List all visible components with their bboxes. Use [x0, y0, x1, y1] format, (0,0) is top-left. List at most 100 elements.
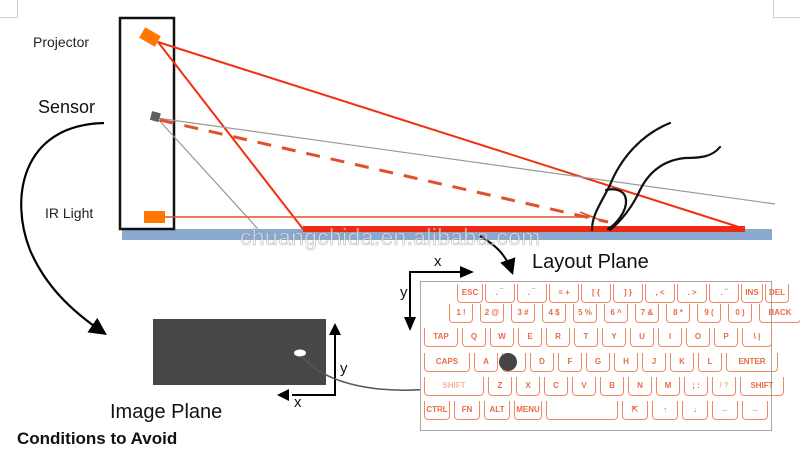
key-tap: TAP [424, 328, 458, 347]
key-w: W [490, 328, 514, 347]
key-1: 1 ! [449, 304, 473, 323]
projector-icon [139, 27, 161, 47]
key-m: M [656, 377, 680, 396]
sensor-icon [149, 111, 161, 123]
key-v: V [572, 377, 596, 396]
key-o: O [686, 328, 710, 347]
key-8: 8 * [666, 304, 690, 323]
key-symbol: . ¯ [517, 284, 547, 303]
key-l: L [698, 353, 722, 372]
corner-frame-top-left [0, 0, 18, 18]
touch-point-marker [499, 353, 517, 371]
watermark-text: chuangchida.en.alibaba.com [240, 224, 541, 251]
corner-frame-top-right [773, 0, 800, 18]
ir-light-icon [144, 211, 165, 223]
key-g: G [586, 353, 610, 372]
key-symbol: ↑ [652, 401, 678, 420]
key-symbol: [ { [581, 284, 611, 303]
key-c: C [544, 377, 568, 396]
key-ins: INS [741, 284, 763, 303]
key-fn: FN [454, 401, 480, 420]
key-back: BACK [759, 304, 800, 323]
projector-beam-near [157, 41, 304, 230]
key-d: D [530, 353, 554, 372]
key-symbol: = + [549, 284, 579, 303]
key-symbol: ] } [613, 284, 643, 303]
key-symbol: ← [712, 401, 738, 420]
layout-plane-title: Layout Plane [532, 251, 649, 273]
key-n: N [628, 377, 652, 396]
layout-y-arrowhead [404, 317, 416, 331]
key-z: Z [488, 377, 512, 396]
key-symbol: . > [677, 284, 707, 303]
key-p: P [714, 328, 738, 347]
key-symbol: \ | [742, 328, 772, 347]
device-housing [118, 16, 176, 231]
image-y-arrowhead [329, 323, 341, 335]
key-symbol: ⇱ [622, 401, 648, 420]
image-plane-axes [292, 335, 336, 396]
key-x: X [516, 377, 540, 396]
surface-to-layout-arrow [479, 235, 516, 276]
layout-x-label: x [434, 253, 442, 270]
key-7: 7 & [635, 304, 659, 323]
key-y: Y [602, 328, 626, 347]
sensor-label: Sensor [38, 97, 96, 117]
image-y-label: y [340, 360, 348, 377]
key-symbol: . ˝ [709, 284, 739, 303]
projector-label: Projector [33, 34, 90, 50]
key-symbol: → [742, 401, 768, 420]
key-shift: SHIFT [424, 377, 484, 396]
key-caps: CAPS [424, 353, 470, 372]
key-symbol: / ? [712, 377, 736, 396]
sensor-field-lower [156, 117, 259, 230]
layout-x-arrowhead [460, 266, 474, 278]
key-4: 4 $ [542, 304, 566, 323]
key-h: H [614, 353, 638, 372]
key-9: 9 ( [697, 304, 721, 323]
image-plane-touch-spot [294, 349, 306, 357]
key-symbol: ; : [684, 377, 708, 396]
key-j: J [642, 353, 666, 372]
key-esc: ESC [457, 284, 483, 303]
key-r: R [546, 328, 570, 347]
sensor-to-image-arrow [20, 121, 107, 335]
key-symbol: , < [645, 284, 675, 303]
key-6: 6 ^ [604, 304, 628, 323]
layout-y-label: y [400, 284, 408, 301]
conditions-to-avoid-heading: Conditions to Avoid [17, 429, 178, 448]
image-plane-title: Image Plane [110, 401, 223, 423]
key-b: B [600, 377, 624, 396]
ir-light-label: IR Light [45, 205, 94, 221]
key-space [546, 401, 618, 420]
key-symbol: . ¯ [485, 284, 515, 303]
key-enter: ENTER [726, 353, 778, 372]
key-3: 3 # [511, 304, 535, 323]
key-t: T [574, 328, 598, 347]
key-a: A [474, 353, 498, 372]
key-q: Q [462, 328, 486, 347]
key-5: 5 % [573, 304, 597, 323]
key-2: 2 @ [480, 304, 504, 323]
key-del: DEL [765, 284, 789, 303]
key-u: U [630, 328, 654, 347]
projected-area [303, 226, 745, 232]
key-f: F [558, 353, 582, 372]
key-e: E [518, 328, 542, 347]
key-menu: MENU [514, 401, 542, 420]
key-shift: SHIFT [740, 377, 784, 396]
key-ctrl: CTRL [424, 401, 450, 420]
sensor-detect-line [159, 118, 609, 224]
layout-plane-axes [409, 271, 462, 318]
ir-light-beam-reflect [579, 211, 606, 223]
key-alt: ALT [484, 401, 510, 420]
projector-beam-far [157, 41, 746, 230]
key-k: K [670, 353, 694, 372]
key-symbol: ↓ [682, 401, 708, 420]
sensor-field-upper [156, 117, 776, 205]
image-x-arrowhead [277, 389, 289, 401]
image-x-label: x [294, 394, 302, 411]
finger-icon [590, 121, 722, 232]
